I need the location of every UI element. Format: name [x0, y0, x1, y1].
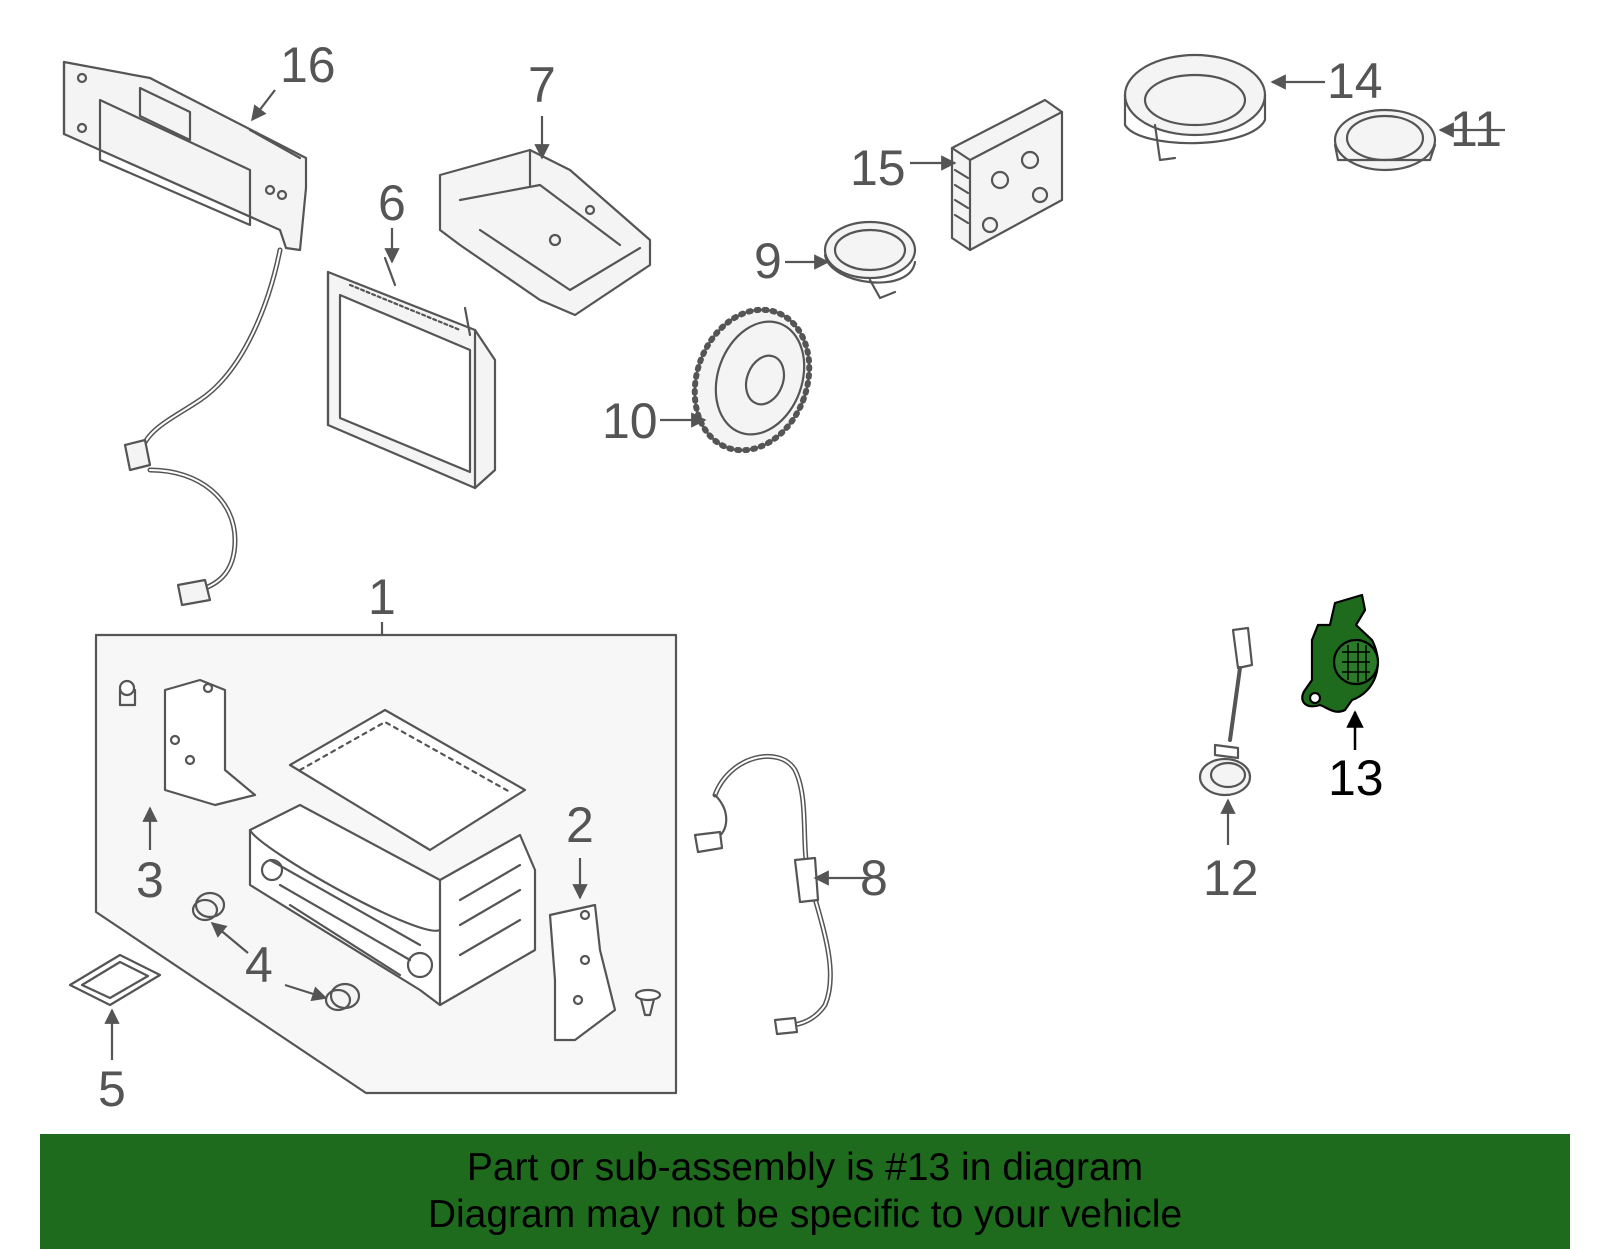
callout-11: 11: [1450, 101, 1502, 157]
callout-1: 1: [368, 569, 396, 625]
callout-2: 2: [566, 797, 594, 853]
callout-15: 15: [850, 140, 906, 196]
part-3-bracket: [118, 678, 257, 807]
part-12-connector: [1198, 626, 1254, 797]
callout-8: 8: [860, 850, 888, 906]
part-5-pad: [68, 953, 162, 1007]
part-7-bracket: [438, 148, 652, 317]
part-16-bracket: [62, 60, 308, 607]
callout-16: 16: [280, 37, 336, 93]
part-8-cable: [693, 753, 833, 1036]
part-2-bracket: [548, 903, 662, 1042]
banner-line-2: Diagram may not be specific to your vehi…: [427, 1193, 1183, 1236]
callout-6: 6: [378, 175, 406, 231]
part-13-highlighted: [1301, 593, 1380, 713]
callout-5: 5: [98, 1061, 126, 1117]
part-6-display: [326, 256, 497, 490]
callout-13: 13: [1328, 750, 1384, 806]
part-15-module: [950, 98, 1064, 252]
info-banner: Part or sub-assembly is #13 in diagram D…: [40, 1134, 1570, 1249]
callout-9: 9: [754, 233, 782, 289]
part-11-tweeter: [1333, 108, 1437, 172]
part-4-knobs: [191, 891, 361, 1012]
callout-10: 10: [602, 393, 658, 449]
part-1-head-unit: [248, 708, 537, 1007]
banner-line-1: Part or sub-assembly is #13 in diagram: [466, 1146, 1144, 1189]
callout-14: 14: [1327, 53, 1383, 109]
callout-4: 4: [245, 937, 273, 993]
part-9-speaker: [823, 220, 917, 300]
part-10-speaker: [691, 306, 813, 454]
callout-7: 7: [528, 57, 556, 113]
part-14-speaker: [1123, 53, 1267, 162]
callout-12: 12: [1203, 850, 1259, 906]
callout-3: 3: [136, 852, 164, 908]
